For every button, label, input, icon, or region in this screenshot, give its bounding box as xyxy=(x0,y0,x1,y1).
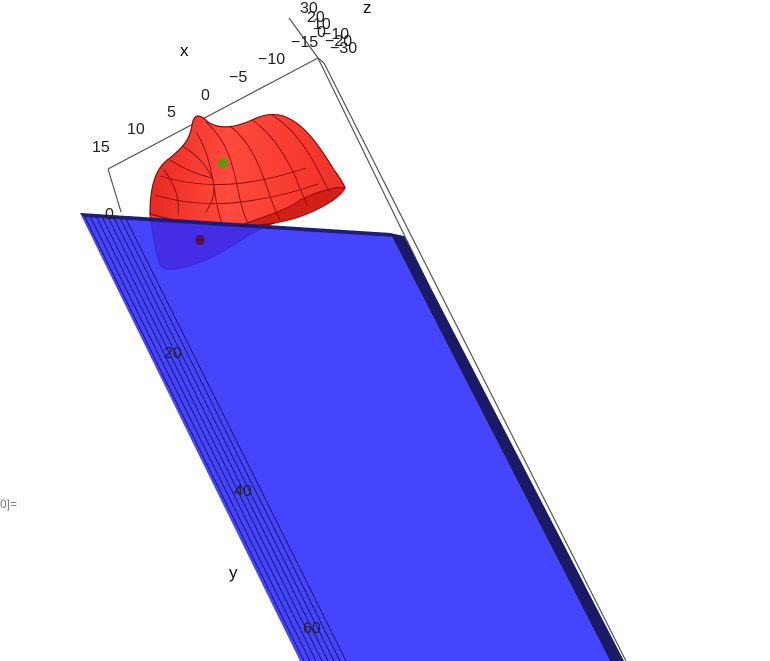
y-tick-label: 40 xyxy=(234,483,252,500)
x-tick-label: −10 xyxy=(258,51,285,68)
surface-front-rim xyxy=(237,187,346,227)
z-tick-label: −15 xyxy=(291,34,318,51)
blue-plane xyxy=(80,213,624,661)
y-tick-label: 60 xyxy=(303,620,321,637)
y-axis-label: y xyxy=(229,563,238,582)
plane-side-edge xyxy=(390,233,624,661)
box-edge-z-vertical-back xyxy=(288,17,319,59)
x-axis-label: x xyxy=(180,41,189,60)
dark-point xyxy=(195,235,205,245)
z-tick-label: 10 xyxy=(313,16,331,33)
z-tick-label: −30 xyxy=(330,40,357,57)
z-axis-label: z xyxy=(363,0,372,17)
z-tick-label: 0 xyxy=(317,24,326,41)
x-tick-label: 0 xyxy=(201,87,210,104)
surface-contour-lines xyxy=(154,114,331,226)
x-tick-label: 15 xyxy=(92,139,110,156)
box-edge-y-right-1 xyxy=(323,62,627,661)
z-tick-label: 30 xyxy=(300,0,318,17)
z-tick-label: −10 xyxy=(322,26,349,43)
box-edge-left-z xyxy=(107,168,122,213)
x-tick-label: 5 xyxy=(167,104,176,121)
z-tick-label: 20 xyxy=(307,9,325,26)
x-tick-label: 10 xyxy=(127,121,145,138)
y-tick-label: 20 xyxy=(164,345,182,362)
box-edge-top-x xyxy=(107,57,319,170)
z-tick-label: −20 xyxy=(325,33,352,50)
green-point xyxy=(218,158,228,168)
output-cell-label: 0]= xyxy=(0,497,18,511)
plane-face xyxy=(80,213,610,661)
y-tick-label: 0 xyxy=(105,206,114,223)
x-tick-label: −5 xyxy=(229,69,247,86)
plane-top-edge xyxy=(80,213,394,237)
plane-layer-lines xyxy=(83,214,347,661)
